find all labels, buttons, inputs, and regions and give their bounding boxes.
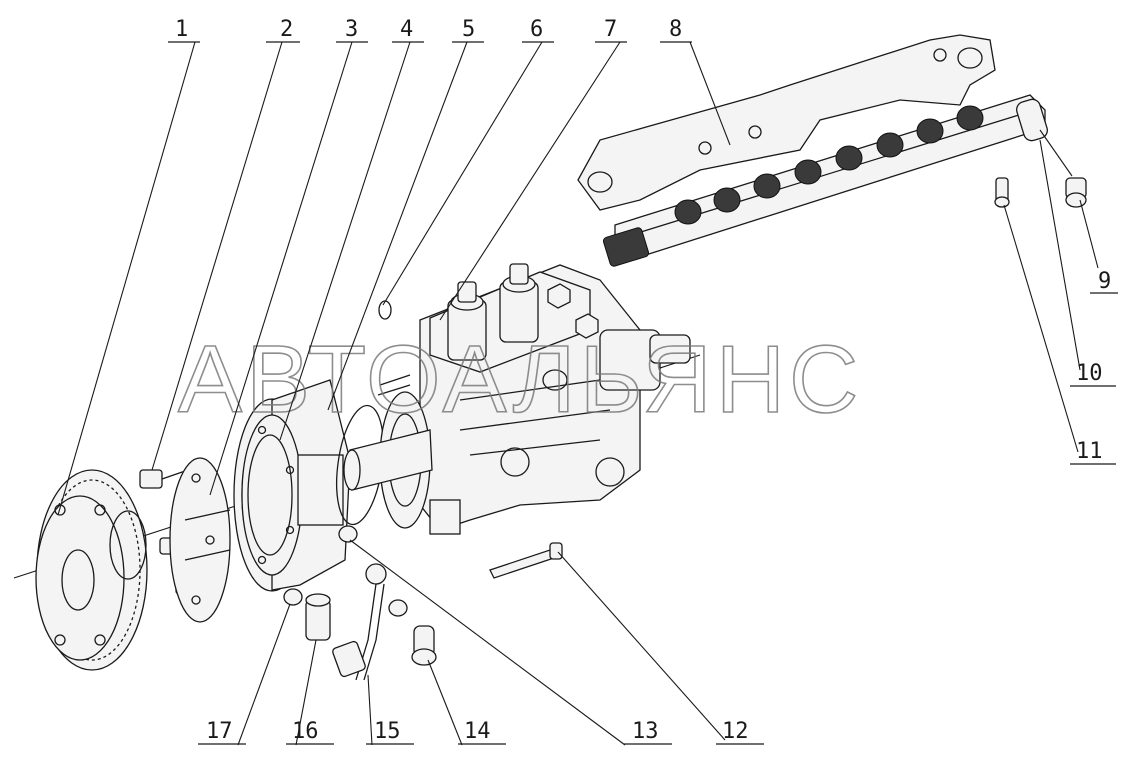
callout-13-number: 13 <box>632 719 659 744</box>
leader-lines <box>57 41 1099 746</box>
fuel-pump <box>343 263 691 535</box>
callout-9: 9 <box>1090 269 1118 294</box>
callout-6: 6 <box>522 17 554 43</box>
callout-labels: 1 2 3 4 5 6 7 8 <box>168 17 1118 745</box>
callout-16: 16 <box>286 719 334 745</box>
callout-16-number: 16 <box>292 719 319 744</box>
flange-plate <box>169 457 231 623</box>
adapter-housing <box>233 379 351 592</box>
fuel-pipe <box>332 563 387 681</box>
drive-gear <box>35 469 148 671</box>
callout-1: 1 <box>168 17 200 43</box>
rail-plug <box>1039 129 1087 208</box>
sealing-washer <box>338 525 358 543</box>
callout-9-number: 9 <box>1098 269 1111 294</box>
callout-3: 3 <box>336 17 368 43</box>
rail-bolt <box>994 177 1010 208</box>
callout-15-number: 15 <box>374 719 401 744</box>
callout-6-number: 6 <box>530 17 543 42</box>
callout-10: 10 <box>1070 361 1116 387</box>
callout-7-number: 7 <box>604 17 617 42</box>
callout-15: 15 <box>366 719 414 745</box>
callout-2-number: 2 <box>280 17 293 42</box>
rail-outlet-ports <box>674 105 984 225</box>
callout-11-number: 11 <box>1076 439 1103 464</box>
callout-14: 14 <box>458 719 506 745</box>
callout-17: 17 <box>198 719 246 745</box>
rail-bracket <box>577 34 996 211</box>
small-seal <box>378 300 392 320</box>
common-rail <box>602 94 1048 267</box>
callout-5-number: 5 <box>462 17 475 42</box>
callout-10-number: 10 <box>1076 361 1103 386</box>
callout-11: 11 <box>1070 439 1116 465</box>
small-washer <box>283 588 303 606</box>
union-fitting <box>305 593 331 641</box>
callout-14-number: 14 <box>464 719 491 744</box>
callout-17-number: 17 <box>206 719 233 744</box>
callout-13: 13 <box>624 719 672 745</box>
callout-12: 12 <box>716 719 764 745</box>
callout-5: 5 <box>452 17 484 43</box>
banjo-fitting <box>388 599 437 666</box>
callout-4: 4 <box>392 17 424 43</box>
callout-8: 8 <box>660 17 692 43</box>
callout-12-number: 12 <box>722 719 749 744</box>
dowel-pin <box>489 542 563 579</box>
callout-8-number: 8 <box>669 17 682 42</box>
callout-4-number: 4 <box>400 17 413 42</box>
callout-3-number: 3 <box>345 17 358 42</box>
callout-1-number: 1 <box>175 17 188 42</box>
callout-7: 7 <box>595 17 627 43</box>
watermark: АВТОАЛЬЯНС <box>178 326 862 433</box>
callout-2: 2 <box>266 17 300 43</box>
